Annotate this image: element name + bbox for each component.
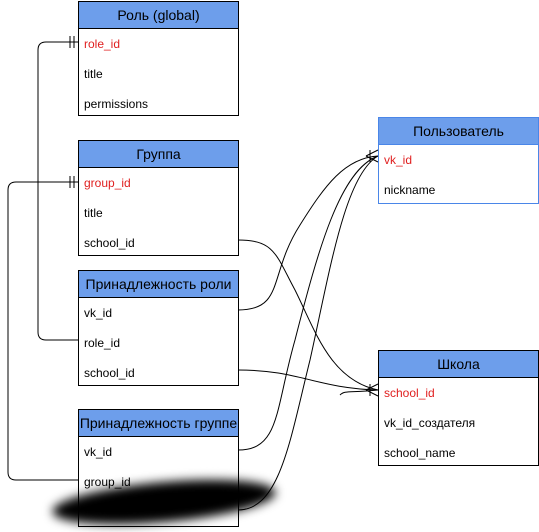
- line-role-id: [37, 41, 78, 341]
- entity-title[interactable]: Принадлежность роли: [79, 271, 238, 298]
- field-title[interactable]: title: [84, 67, 103, 81]
- field-permissions[interactable]: permissions: [84, 97, 149, 111]
- entity-title[interactable]: Группа: [79, 141, 238, 168]
- field-nickname[interactable]: nickname: [384, 183, 436, 197]
- field-role-id[interactable]: role_id: [84, 336, 121, 350]
- field-school-id[interactable]: school_id: [84, 366, 135, 380]
- entity-role-global[interactable]: Роль (global) role_id title permissions: [78, 1, 239, 116]
- line-group-vk-id: [237, 155, 379, 451]
- field-vk-id[interactable]: vk_id: [384, 153, 413, 167]
- line-redacted-vk-id: [237, 155, 379, 511]
- crow-foot: [365, 383, 379, 391]
- field-vk-id-creator[interactable]: vk_id_создателя: [384, 416, 476, 430]
- field-school-id[interactable]: school_id: [84, 236, 135, 250]
- field-role-id[interactable]: role_id: [84, 37, 121, 51]
- entity-user[interactable]: Пользователь vk_id nickname: [378, 117, 539, 204]
- crow-foot: [365, 155, 379, 163]
- field-school-name[interactable]: school_name: [384, 446, 456, 460]
- field-title[interactable]: title: [84, 206, 103, 220]
- entity-title[interactable]: Пользователь: [379, 118, 538, 145]
- field-vk-id[interactable]: vk_id: [84, 445, 113, 459]
- crow-foot: [365, 149, 379, 157]
- field-vk-id[interactable]: vk_id: [84, 306, 113, 320]
- entity-title[interactable]: Школа: [379, 351, 538, 378]
- entity-title[interactable]: Принадлежность группе: [79, 410, 238, 437]
- line-role-school-id: [237, 369, 379, 391]
- field-group-id[interactable]: group_id: [84, 475, 131, 489]
- entity-title[interactable]: Роль (global): [79, 2, 238, 29]
- entity-role-membership[interactable]: Принадлежность роли vk_id role_id school…: [78, 270, 239, 386]
- line-role-vk-id: [237, 155, 379, 311]
- crow-foot: [365, 389, 379, 397]
- field-group-id[interactable]: group_id: [84, 176, 131, 190]
- entity-school[interactable]: Школа school_id vk_id_создателя school_n…: [378, 350, 539, 466]
- entity-group[interactable]: Группа group_id title school_id: [78, 140, 239, 256]
- line-group-school-id: [237, 239, 379, 391]
- field-school-id[interactable]: school_id: [384, 386, 435, 400]
- line-group-id: [7, 181, 78, 481]
- line-school-creator: [339, 389, 379, 396]
